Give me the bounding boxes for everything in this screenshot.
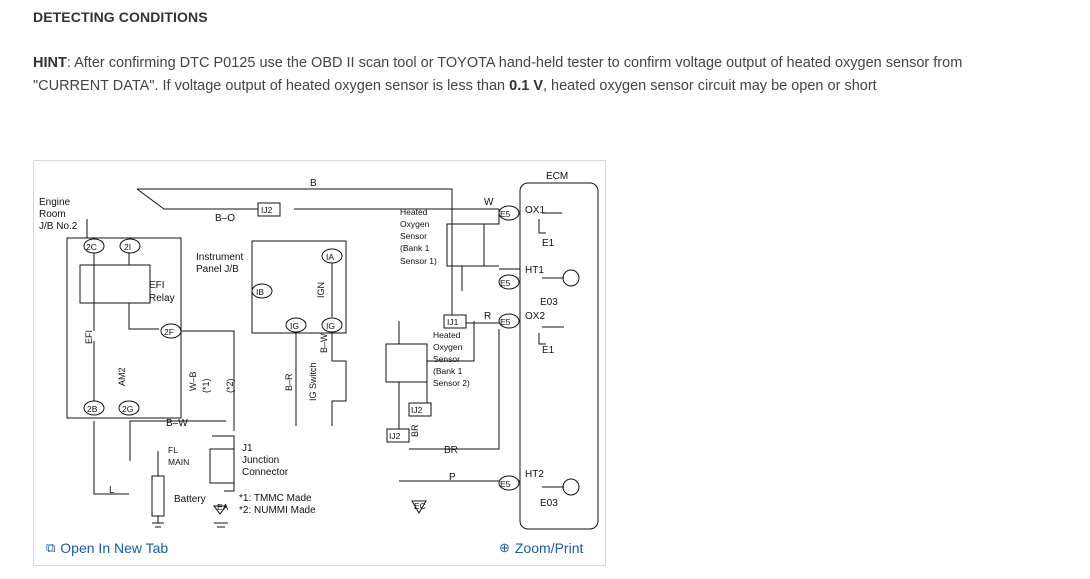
label-oxygen2: Oxygen (433, 342, 463, 352)
label-star1: (*1) (201, 378, 211, 393)
label-ign: IGN (316, 282, 326, 298)
label-panel-jb: Panel J/B (196, 264, 239, 275)
hint-text-before: : After confirming DTC P0125 use the OBD… (33, 55, 963, 94)
label-b-r: B–R (284, 373, 294, 391)
label-connector: Connector (242, 467, 289, 478)
label-wire-b: B (310, 178, 317, 189)
label-conn-2i: 2I (124, 242, 131, 252)
open-in-new-tab-link[interactable]: ⧉ Open In New Tab (46, 540, 168, 556)
label-jb-no2: J/B No.2 (39, 221, 78, 232)
label-heated2: Heated (433, 330, 461, 340)
label-fl: FL (168, 445, 178, 455)
label-sensor2: Sensor (433, 354, 460, 364)
label-oxygen1: Oxygen (400, 219, 430, 229)
zoom-print-link[interactable]: ⊕ Zoom/Print (499, 540, 583, 556)
label-ea: EA (217, 502, 229, 512)
label-instrument: Instrument (196, 252, 243, 263)
label-br2: BR (410, 424, 420, 437)
label-conn-2b: 2B (87, 404, 98, 414)
label-star2: (*2) (225, 378, 235, 393)
label-ox2: OX2 (525, 311, 545, 322)
label-wire-p: P (449, 472, 456, 483)
zoom-print-label: Zoom/Print (514, 540, 584, 556)
wiring-diagram-figure: Engine Room J/B No.2 ECM Instrument Pane… (33, 160, 606, 566)
label-sensor2-2: Sensor 2) (433, 378, 470, 388)
label-main: MAIN (168, 457, 189, 467)
label-conn-ia: IA (326, 252, 334, 262)
label-ecm: ECM (546, 171, 568, 182)
hint-text-after: , heated oxygen sensor circuit may be op… (543, 78, 877, 94)
label-engine-room2: Room (39, 209, 66, 220)
label-conn-ig1: IG (290, 321, 299, 331)
label-wire-w: W (484, 197, 494, 208)
label-conn-2c: 2C (86, 242, 97, 252)
label-junction: Junction (242, 455, 279, 466)
label-conn-2f: 2F (164, 327, 174, 337)
label-ij2b: IJ2 (411, 405, 423, 415)
label-e1b: E1 (542, 345, 555, 356)
label-ec: EC (414, 501, 426, 511)
label-note2: *2: NUMMI Made (239, 505, 316, 516)
label-wire-r: R (484, 311, 491, 322)
label-w-b: W–B (188, 371, 198, 391)
label-conn-ig2: IG (326, 321, 335, 331)
open-in-new-tab-label: Open In New Tab (60, 540, 169, 556)
wiring-diagram: Engine Room J/B No.2 ECM Instrument Pane… (39, 171, 599, 530)
hint-paragraph: HINT: After confirming DTC P0125 use the… (33, 52, 1033, 98)
label-bank1-2: (Bank 1 (433, 366, 463, 376)
label-e03b: E03 (540, 498, 558, 509)
label-efi: EFI (149, 280, 165, 291)
label-e1a: E1 (542, 238, 555, 249)
label-bank1-1: (Bank 1 (400, 243, 430, 253)
hint-label: HINT (33, 55, 67, 71)
label-j1: J1 (242, 443, 253, 454)
label-e5c: E5 (500, 317, 511, 327)
label-ht1: HT1 (525, 265, 544, 276)
magnifier-icon: ⊕ (499, 540, 510, 555)
label-e5d: E5 (500, 479, 511, 489)
label-e5a: E5 (500, 209, 511, 219)
label-heated1: Heated (400, 207, 428, 217)
label-b-o: B–O (215, 213, 235, 224)
label-ij2a: IJ2 (261, 205, 273, 215)
label-am2: AM2 (117, 367, 127, 386)
label-e03a: E03 (540, 297, 558, 308)
label-conn-ib: IB (256, 287, 264, 297)
label-ij1: IJ1 (447, 317, 459, 327)
open-in-new-tab-icon: ⧉ (46, 540, 56, 555)
label-b-w: B–W (166, 418, 188, 429)
label-sensor1-1: Sensor 1) (400, 256, 437, 266)
hint-threshold: 0.1 V (509, 78, 543, 94)
label-sensor1: Sensor (400, 231, 427, 241)
label-ij2c: IJ2 (389, 431, 401, 441)
label-ox1: OX1 (525, 205, 545, 216)
section-title: DETECTING CONDITIONS (33, 9, 208, 25)
label-note1: *1: TMMC Made (239, 493, 312, 504)
label-ig-switch: IG Switch (308, 362, 318, 401)
label-battery: Battery (174, 494, 206, 505)
label-br: BR (444, 445, 458, 456)
label-e5b: E5 (500, 278, 511, 288)
label-ht2: HT2 (525, 469, 544, 480)
label-conn-2g: 2G (122, 404, 133, 414)
label-relay: Relay (149, 293, 175, 304)
label-engine-room: Engine (39, 197, 71, 208)
label-wire-l: L (109, 485, 115, 496)
label-b-w2: B–W (319, 333, 329, 353)
label-efi-fuse: EFI (84, 330, 94, 344)
